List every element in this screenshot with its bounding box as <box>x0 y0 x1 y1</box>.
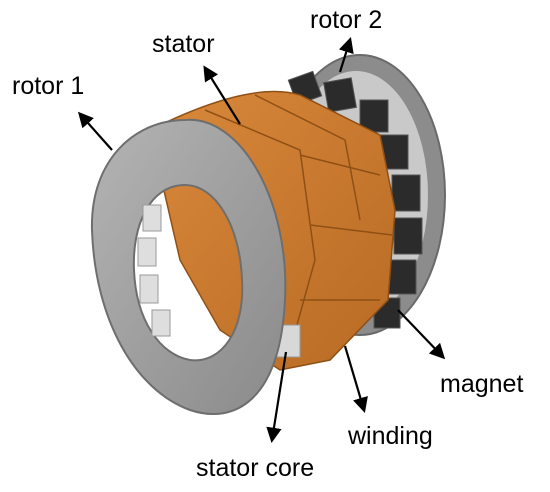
arrow-rotor2 <box>338 37 354 73</box>
label-stator: stator <box>152 30 215 58</box>
label-stator-core: stator core <box>196 454 315 482</box>
arrow-stator-core <box>266 351 288 444</box>
winding-segments <box>204 94 393 351</box>
arrow-stator <box>203 65 241 125</box>
label-rotor-1: rotor 1 <box>12 72 85 100</box>
arrow-magnet <box>397 309 446 360</box>
magnet-ring <box>287 70 423 329</box>
label-rotor-2: rotor 2 <box>310 6 383 34</box>
label-magnet: magnet <box>440 370 524 398</box>
leader-arrows <box>77 37 446 444</box>
label-winding: winding <box>348 422 433 450</box>
arrow-winding <box>343 345 368 413</box>
arrow-rotor1 <box>77 111 113 151</box>
rotor-1-inner-teeth <box>137 204 171 337</box>
rotor-1 <box>90 118 287 415</box>
